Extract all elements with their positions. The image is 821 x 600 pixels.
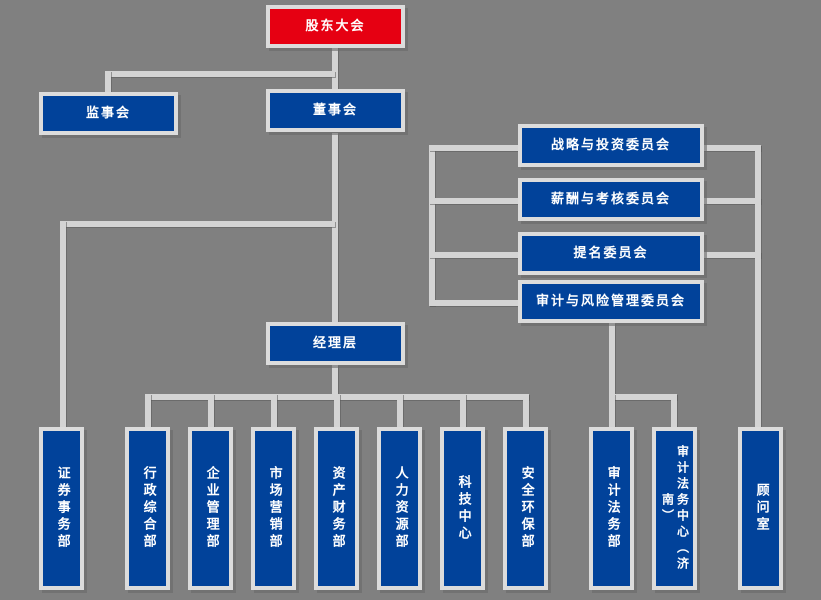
node-label: 董事会	[312, 102, 358, 118]
node-label: 提名委员会	[573, 245, 649, 261]
connector-right-bus-branch-1	[703, 145, 761, 151]
node-shareholders-meeting[interactable]: 股东大会	[266, 5, 405, 48]
node-label: 经理层	[312, 335, 358, 351]
connector-audit-committee-down	[609, 323, 615, 400]
node-audit-legal-dept[interactable]: 审计法务部	[589, 427, 634, 590]
node-label: 科技中心	[455, 474, 471, 543]
connector-committee-branch-2	[429, 198, 521, 204]
connector-committee-bus	[429, 145, 435, 306]
node-label: 市场营销部	[266, 466, 282, 551]
node-marketing-dept[interactable]: 市场营销部	[251, 427, 296, 590]
node-securities-affairs-dept[interactable]: 证券事务部	[39, 427, 84, 590]
connector-dept-drop-8	[523, 394, 529, 431]
connector-securities-down	[60, 221, 66, 431]
node-human-resources-dept[interactable]: 人力资源部	[377, 427, 422, 590]
node-compensation-assessment-committee[interactable]: 薪酬与考核委员会	[518, 178, 704, 221]
node-label: 顾问室	[753, 483, 769, 534]
node-label: 人力资源部	[392, 466, 408, 551]
connector-dept-drop-5	[334, 394, 340, 431]
node-label: 股东大会	[305, 18, 366, 34]
node-label: 证券事务部	[54, 466, 70, 551]
node-label: 资产财务部	[329, 466, 345, 551]
node-nomination-committee[interactable]: 提名委员会	[518, 232, 704, 275]
connector-dept-drop-4	[271, 394, 277, 431]
connector-dept-drop-7	[460, 394, 466, 431]
connector-shareholders-down	[332, 47, 338, 93]
node-safety-environment-dept[interactable]: 安全环保部	[503, 427, 548, 590]
node-label: 行政综合部	[140, 466, 156, 551]
node-label: 战略与投资委员会	[550, 137, 671, 153]
node-label: 审计与风险管理委员会	[535, 293, 686, 309]
connector-committee-branch-4	[429, 300, 521, 306]
connector-right-bus-branch-3	[703, 252, 761, 258]
node-audit-legal-center-jinan[interactable]: 审计法务中心（济南）	[652, 427, 697, 590]
node-label: 企业管理部	[203, 466, 219, 551]
node-audit-risk-management-committee[interactable]: 审计与风险管理委员会	[518, 280, 704, 323]
connector-supervisors-down	[105, 71, 111, 93]
connector-audit-legal-center-down	[671, 394, 677, 431]
node-label: 薪酬与考核委员会	[550, 191, 671, 207]
connector-dept-drop-3	[208, 394, 214, 431]
connector-directors-down	[332, 133, 338, 323]
node-strategy-investment-committee[interactable]: 战略与投资委员会	[518, 124, 704, 167]
connector-audit-legal-dept-down	[609, 394, 615, 431]
node-label: 审计法务中心（济南）	[660, 444, 690, 573]
connector-right-bus-branch-2	[703, 198, 761, 204]
connector-directors-to-securities	[60, 221, 335, 227]
node-asset-finance-dept[interactable]: 资产财务部	[314, 427, 359, 590]
connector-committee-branch-1	[429, 145, 521, 151]
node-board-of-supervisors[interactable]: 监事会	[39, 92, 178, 135]
connector-dept-drop-2	[145, 394, 151, 431]
connector-dept-drop-6	[397, 394, 403, 431]
node-board-of-directors[interactable]: 董事会	[266, 89, 405, 132]
node-enterprise-management-dept[interactable]: 企业管理部	[188, 427, 233, 590]
connector-committee-branch-3	[429, 252, 521, 258]
node-technology-center[interactable]: 科技中心	[440, 427, 485, 590]
connector-audit-split	[609, 394, 677, 400]
node-administration-dept[interactable]: 行政综合部	[125, 427, 170, 590]
node-management[interactable]: 经理层	[266, 322, 405, 365]
node-label: 安全环保部	[518, 466, 534, 551]
node-advisory-office[interactable]: 顾问室	[738, 427, 783, 590]
node-label: 审计法务部	[604, 466, 620, 551]
node-label: 监事会	[85, 105, 131, 121]
connector-shareholders-to-supervisors	[105, 71, 335, 77]
connector-management-down	[332, 365, 338, 397]
connector-right-bus	[755, 145, 761, 431]
